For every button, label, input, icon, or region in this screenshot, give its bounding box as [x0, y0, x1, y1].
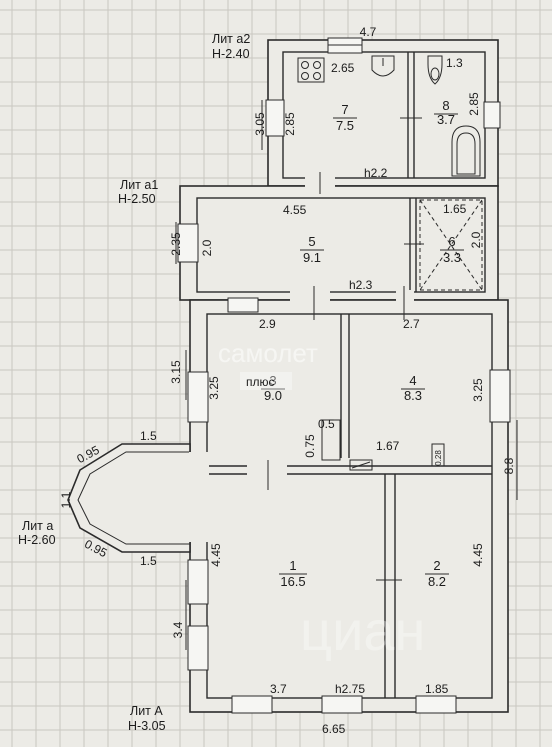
- window-left-1b: [187, 625, 209, 671]
- watermark-brand-top: самолет: [218, 338, 318, 368]
- stove-icon: [297, 57, 325, 83]
- dim-4-45-right: 4.45: [471, 543, 485, 567]
- stove: [349, 459, 373, 471]
- room-2-area: 8.2: [428, 574, 446, 589]
- dim-4-55: 4.55: [283, 203, 307, 217]
- room-4-number: 4: [409, 373, 416, 388]
- toilet-icon: [427, 55, 443, 85]
- stove-diag: [351, 461, 371, 469]
- room-7-number: 7: [341, 102, 348, 117]
- window-left-5: [177, 223, 199, 263]
- dim-2-85-right: 2.85: [467, 92, 481, 116]
- dim-1-65: 1.65: [443, 202, 467, 216]
- height-2-75: h2.75: [335, 682, 365, 696]
- dim-1-85: 1.85: [425, 682, 449, 696]
- dim-2-65: 2.65: [331, 61, 355, 75]
- lit-a1-height: Н-2.50: [118, 192, 156, 206]
- dim-2-0-left: 2.0: [200, 239, 214, 256]
- window-right-8: [483, 101, 501, 129]
- room-5-number: 5: [308, 234, 315, 249]
- height-2-2: h2.2: [364, 166, 388, 180]
- dim-6-65: 6.65: [322, 722, 346, 736]
- room-6-diag2: [419, 199, 483, 291]
- dim-3-25-right: 3.25: [471, 378, 485, 402]
- window-bottom-1a: [231, 695, 273, 714]
- dim-3-4: 3.4: [171, 621, 185, 638]
- niche-0-75: [321, 419, 341, 461]
- room-8-area: 3.7: [437, 112, 455, 127]
- sink-icon: [371, 55, 395, 77]
- room-5-area: 9.1: [303, 250, 321, 265]
- bathtub-icon: [451, 125, 481, 177]
- dim-0-5: 0.5: [318, 417, 335, 431]
- dim-0-75: 0.75: [303, 434, 317, 458]
- room-6-diag1: [419, 199, 483, 291]
- door-5-4: [396, 290, 414, 304]
- watermark-badge: [240, 372, 292, 390]
- dim-4-7: 4.7: [360, 25, 377, 39]
- dim-2-85-left: 2.85: [283, 112, 297, 136]
- dim-3-7: 3.7: [270, 682, 287, 696]
- dim-3-25-left: 3.25: [207, 376, 221, 400]
- dim-1-3: 1.3: [446, 56, 463, 70]
- height-2-3: h2.3: [349, 278, 373, 292]
- lit-a2-height: Н-2.40: [212, 47, 250, 61]
- door-a-1: [189, 452, 209, 542]
- room-3-number: 3: [269, 373, 276, 388]
- window-3-top: [227, 297, 259, 313]
- room-6-number: 6: [448, 234, 455, 249]
- lit-a-inner: [77, 451, 191, 545]
- toilet-bowl-icon: [430, 67, 440, 81]
- watermark-brand-bottom: циан: [300, 599, 425, 662]
- room-7-area: 7.5: [336, 118, 354, 133]
- window-left-7: [265, 99, 285, 137]
- window-bottom-2: [415, 695, 457, 714]
- lit-A-height: Н-3.05: [128, 719, 166, 733]
- door-3-1: [247, 465, 287, 475]
- window-bottom-1b: [321, 695, 363, 714]
- lit-a-height: Н-2.60: [18, 533, 56, 547]
- dim-1-5-top: 1.5: [140, 429, 157, 443]
- dim-1-67: 1.67: [376, 439, 400, 453]
- burner-icon: [301, 72, 309, 80]
- dim-0-28: 0.28: [434, 450, 443, 466]
- dim-3-15: 3.15: [169, 360, 183, 384]
- room-1-number: 1: [289, 558, 296, 573]
- room-1-area: 16.5: [280, 574, 305, 589]
- lit-a-outline: [67, 443, 191, 553]
- dim-4-45-left: 4.45: [209, 543, 223, 567]
- burner-icon: [301, 61, 309, 69]
- room-3-area: 9.0: [264, 388, 282, 403]
- dim-2-35: 2.35: [169, 232, 183, 256]
- room-8-number: 8: [442, 98, 449, 113]
- room-6-area: 3.3: [443, 250, 461, 265]
- room-4-area: 8.3: [404, 388, 422, 403]
- door-5-3: [290, 290, 330, 304]
- lit-a1-outline: [179, 185, 499, 301]
- lit-a2-label: Лит а2: [212, 32, 250, 46]
- lit-a-label: Лит а: [22, 519, 53, 533]
- door-1-2: [386, 558, 394, 598]
- lit-a1-label: Лит а1: [120, 178, 158, 192]
- room-2-number: 2: [433, 558, 440, 573]
- dim-1-5-bottom: 1.5: [140, 554, 157, 568]
- watermark-brand-sub: плюс: [246, 375, 275, 389]
- niche-0-28: [431, 443, 445, 467]
- window-left-1a: [187, 559, 209, 605]
- dim-2-7: 2.7: [403, 317, 420, 331]
- bathtub-inner-icon: [456, 132, 476, 175]
- dim-2-9: 2.9: [259, 317, 276, 331]
- dim-8-8: 8.8: [502, 457, 516, 474]
- lit-A-label: Лит А: [130, 704, 163, 718]
- dim-3-05: 3.05: [253, 112, 267, 136]
- dim-1-1: 1.1: [59, 491, 73, 508]
- window-right-4: [489, 369, 511, 423]
- burner-icon: [313, 72, 321, 80]
- burner-icon: [313, 61, 321, 69]
- room-6-dashed: [419, 199, 483, 291]
- window-left-3: [187, 371, 209, 423]
- dim-2-0-right: 2.0: [469, 231, 483, 248]
